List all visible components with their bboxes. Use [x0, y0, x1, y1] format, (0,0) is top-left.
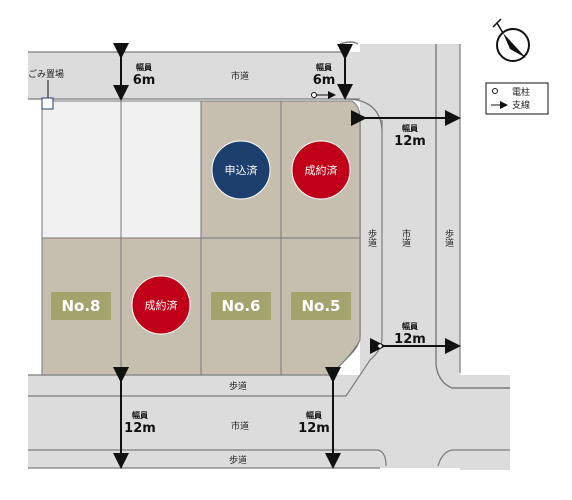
bottom-road-name: 市道	[231, 420, 249, 432]
utility-pole-top	[311, 91, 336, 99]
lot-top-2	[120, 100, 202, 239]
legend: 電柱 支線	[485, 82, 549, 115]
legend-pole-icon	[492, 88, 498, 94]
lot-top-1	[41, 100, 122, 239]
legend-pole-label: 電柱	[512, 86, 530, 98]
lot-no8-label: No.8	[62, 297, 101, 315]
right-road	[360, 44, 460, 380]
legend-stay-label: 支線	[512, 99, 530, 111]
bottom-sidewalk-top: 歩道	[229, 380, 247, 392]
badge-contracted-lower	[131, 275, 191, 335]
width-dimensions: 幅員 6m 幅員 6m 幅員 12m 幅員 12m 幅員 12m 幅員 12m	[113, 43, 461, 469]
bottom-left-width-value: 12m	[124, 421, 156, 436]
right-sidewalk-left: 歩道	[366, 228, 377, 248]
bottom-road-lower-line	[28, 449, 387, 467]
utility-pole-right-icon	[377, 343, 383, 349]
badge-contracted-lower-label: 成約済	[145, 298, 178, 312]
right-upper-width-value: 12m	[394, 134, 426, 149]
bottom-right-width-value: 12m	[298, 421, 330, 436]
lot-no5-label: No.5	[302, 297, 341, 315]
right-lower-width-label: 幅員	[402, 321, 418, 331]
right-lower-width-value: 12m	[394, 332, 426, 347]
right-road-name: 市道	[400, 228, 411, 248]
badge-contracted-upper-label: 成約済	[305, 163, 338, 177]
top-right-width-label: 幅員	[316, 62, 332, 72]
top-right-width-value: 6m	[313, 73, 336, 88]
top-road	[28, 52, 360, 99]
garbage-label: ごみ置場	[28, 68, 64, 80]
lot-no5-bg	[291, 292, 351, 320]
bottom-road	[28, 375, 460, 468]
road-labels: 市道 市道 歩道 歩道 市道 歩道 歩道	[229, 70, 454, 466]
north-arrow-icon	[492, 18, 530, 62]
lots	[41, 100, 361, 376]
garbage-box-icon	[41, 97, 54, 110]
top-road-top-edge	[28, 43, 351, 53]
bottom-right-width-label: 幅員	[306, 410, 322, 420]
top-road-name: 市道	[231, 70, 249, 82]
utility-pole-icon	[311, 92, 317, 98]
right-road-left-curb	[339, 41, 359, 45]
lot-number-labels: No.8 No.6 No.5	[51, 292, 351, 320]
bottom-right-road	[460, 375, 510, 470]
bottom-left-width-label: 幅員	[132, 410, 148, 420]
right-upper-width-label: 幅員	[402, 123, 418, 133]
bottom-sidewalk-bottom: 歩道	[229, 454, 247, 466]
lot-no6-label: No.6	[222, 297, 261, 315]
lot-no8-bg	[51, 292, 111, 320]
status-badges: 申込済 成約済 成約済	[131, 140, 351, 335]
badge-applied-label: 申込済	[225, 163, 258, 177]
top-road-width-value: 6m	[133, 73, 156, 88]
legend-box	[485, 82, 549, 115]
bottom-road-lower-right	[437, 449, 510, 467]
right-road-right-edge	[435, 44, 510, 389]
right-sidewalk-right: 歩道	[443, 228, 454, 248]
badge-applied	[211, 140, 271, 200]
badge-contracted-upper	[291, 140, 351, 200]
lot-no6-bg	[211, 292, 271, 320]
top-road-width-label: 幅員	[136, 62, 152, 72]
garbage-area: ごみ置場	[28, 68, 64, 110]
